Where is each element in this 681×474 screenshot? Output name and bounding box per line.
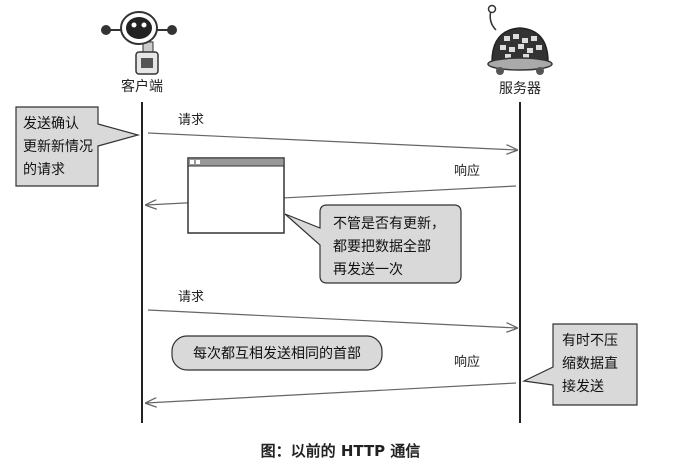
server-note-2-line-1: 有时不压 <box>562 333 618 349</box>
request-label-1: 请求 <box>178 113 204 128</box>
client-label: 客户端 <box>121 78 163 95</box>
request-arrow-2 <box>147 309 517 328</box>
server-note-2: 有时不压 缩数据直 接发送 <box>521 323 638 406</box>
response-arrow-2 <box>146 382 517 403</box>
server-robot-icon <box>487 4 553 75</box>
request-arrow-1 <box>147 132 517 150</box>
client-robot-icon <box>101 11 177 75</box>
header-note: 每次都互相发送相同的首部 <box>171 335 383 371</box>
response-label-2: 响应 <box>454 354 480 370</box>
request-label-2: 请求 <box>178 290 204 305</box>
server-note-2-line-2: 缩数据直 <box>562 355 618 372</box>
server-note-1: 不管是否有更新， 都要把数据全部 再发送一次 <box>284 204 462 284</box>
server-note-1-line-3: 再发送一次 <box>333 262 403 278</box>
header-note-text: 每次都互相发送相同的首部 <box>193 346 361 362</box>
client-note-line-1: 发送确认 <box>23 116 79 132</box>
server-note-2-line-3: 接发送 <box>562 378 604 395</box>
client-note: 发送确认 更新新情况 的请求 <box>15 106 141 187</box>
server-label: 服务器 <box>499 81 541 97</box>
server-note-1-line-2: 都要把数据全部 <box>333 238 431 255</box>
figure-caption: 图：以前的 HTTP 通信 <box>260 442 421 460</box>
response-label-1: 响应 <box>454 163 480 179</box>
client-note-line-2: 更新新情况 <box>23 139 93 155</box>
server-note-1-line-1: 不管是否有更新， <box>333 216 445 232</box>
data-window-icon <box>187 157 285 234</box>
client-note-line-3: 的请求 <box>23 162 65 178</box>
